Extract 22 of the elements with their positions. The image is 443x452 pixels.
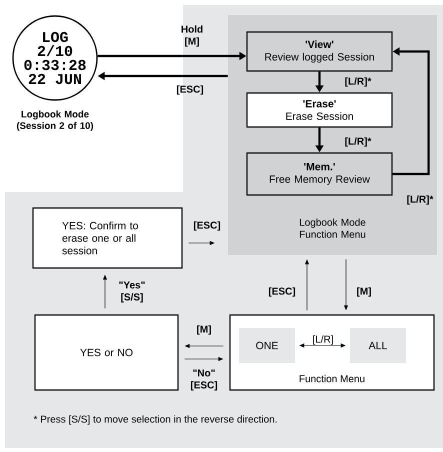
edge-label: [L/R] (313, 335, 333, 345)
option-box: ALL (350, 328, 406, 363)
option-box: ONE (239, 328, 295, 363)
node-label: Logbook Mode (Session 2 of 10) (16, 110, 94, 131)
menu-box: 'View' Review logged Session (246, 31, 393, 72)
process-box: YES: Confirm to erase one or all session (32, 207, 183, 269)
menu-box: 'Mem.' Free Memory Review (246, 152, 393, 196)
edge-label: [ESC] (268, 287, 296, 297)
watch-display: LOG 2/10 0:33:28 22 JUN Logbook Mode (Session 2 of 10) (12, 15, 98, 131)
edge-label: Hold [M] (182, 25, 202, 47)
edge-label: [L/R]* (407, 195, 434, 205)
edge-label: [L/R]* (345, 137, 372, 147)
edge-label: [M] (197, 325, 211, 335)
edge-label: [L/R]* (345, 77, 372, 87)
edge-label: [ESC] (176, 85, 204, 95)
edge-label: [M] (357, 287, 371, 297)
edge-label: "No" [ESC] (190, 370, 218, 390)
process-box: 'Erase' Erase Session (246, 92, 393, 128)
footnote: * Press [S/S] to move selection in the reverse direction. (34, 415, 277, 425)
edge-label: [ESC] (194, 221, 220, 231)
edge-label: "Yes" [S/S] (119, 282, 145, 302)
process-box: YES or NO (34, 314, 179, 391)
